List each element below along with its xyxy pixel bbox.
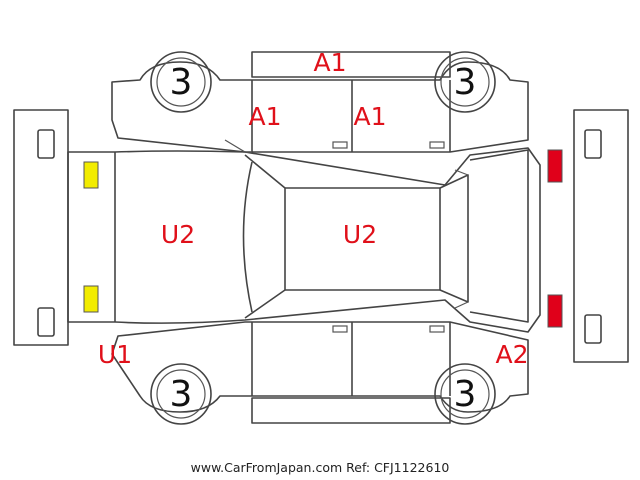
headlights	[83, 161, 99, 313]
front-bumper	[13, 109, 69, 346]
taillights	[547, 149, 563, 328]
label-front-door: A1	[248, 102, 281, 131]
car-top-view	[67, 147, 541, 333]
wheel-front-bottom-value: 3	[170, 374, 193, 415]
label-rear-bumper: A2	[495, 340, 528, 369]
wheel-rear-bottom: 3	[434, 363, 496, 425]
wheel-rear-top: 3	[434, 51, 496, 113]
label-roof: U2	[343, 220, 377, 249]
label-front-bumper: U1	[98, 340, 132, 369]
wheel-front-top: 3	[150, 51, 212, 113]
label-roof-side: A1	[313, 48, 346, 77]
label-hood: U2	[161, 220, 195, 249]
taillight-bottom	[547, 294, 563, 328]
car-side-view-bottom	[111, 321, 529, 424]
footer-watermark: www.CarFromJapan.com Ref: CFJ1122610	[191, 460, 450, 475]
wheel-rear-top-value: 3	[454, 62, 477, 103]
wheel-front-bottom: 3	[150, 363, 212, 425]
car-side-view-top	[111, 51, 529, 153]
wheel-rear-bottom-value: 3	[454, 374, 477, 415]
label-rear-door: A1	[353, 102, 386, 131]
rear-bumper	[573, 109, 629, 363]
headlight-bottom	[83, 285, 99, 313]
wheel-front-top-value: 3	[170, 62, 193, 103]
taillight-top	[547, 149, 563, 183]
headlight-top	[83, 161, 99, 189]
